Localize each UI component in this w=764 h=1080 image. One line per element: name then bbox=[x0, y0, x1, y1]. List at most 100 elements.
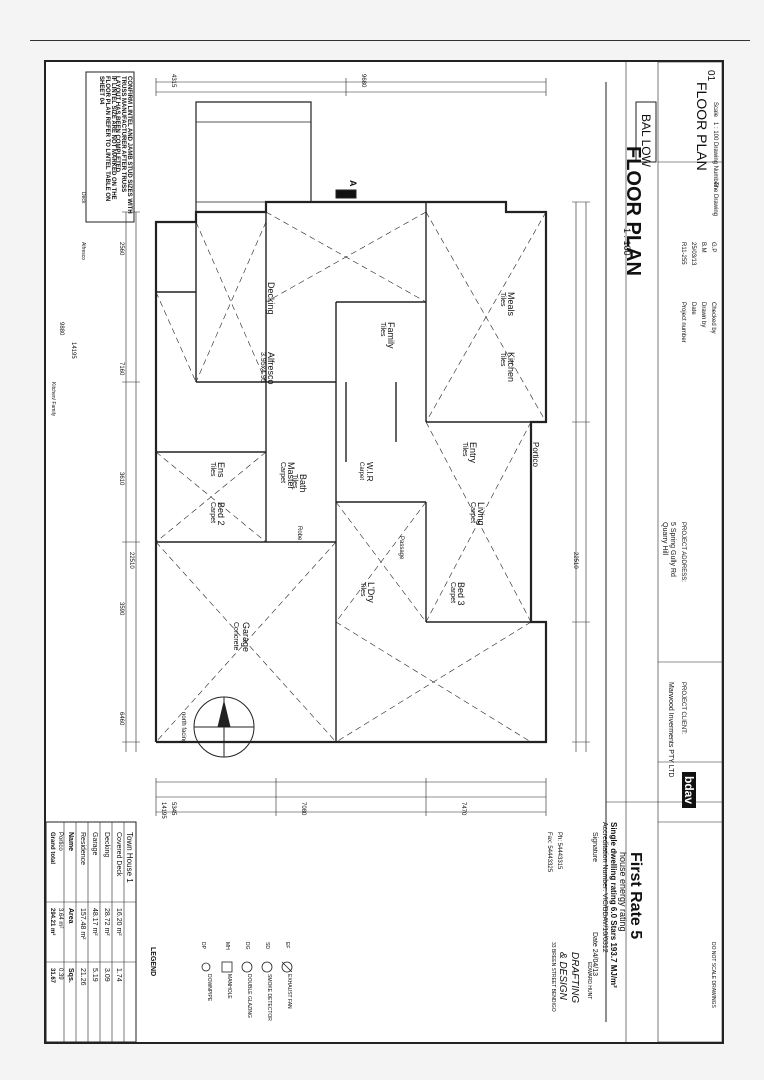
section-marker-icon bbox=[335, 189, 357, 199]
area-row-area: 157.48 m² bbox=[79, 908, 86, 940]
scale-value: 1 : 100 bbox=[712, 122, 718, 141]
room-family-finish: Tiles bbox=[379, 322, 386, 337]
project-client-label: PROJECT CLIENT: bbox=[680, 682, 686, 734]
north-facing-label: north facing bbox=[180, 712, 186, 744]
legend-item: DOUBLE GLAZING bbox=[246, 974, 252, 1018]
room-kitchen-finish: Tiles bbox=[499, 352, 506, 367]
page-top-rule bbox=[30, 40, 750, 41]
room-bed3-finish: Carpet bbox=[449, 582, 456, 604]
area-table-title: Town House 1 bbox=[125, 832, 134, 883]
dimension-lines bbox=[125, 81, 587, 813]
dim-master: 3610 bbox=[118, 472, 124, 486]
area-row-area: 16.20 m² bbox=[115, 908, 122, 936]
dim-alfresco-label: Alfresco bbox=[80, 242, 86, 261]
legend-item: MANHOLE bbox=[226, 974, 232, 999]
drawing-number-label: Drawing Number bbox=[712, 142, 718, 188]
area-row-name: Residence bbox=[79, 832, 86, 866]
area-header-area: Area bbox=[67, 908, 74, 924]
floor-plan-drawing bbox=[46, 62, 722, 1042]
dim-overall-h2: 22510 bbox=[128, 552, 134, 569]
room-living-finish: Carpet bbox=[469, 502, 476, 524]
the-drawing-value: FLOOR PLAN bbox=[694, 82, 710, 171]
room-bed2-finish: Carpet bbox=[209, 502, 216, 524]
area-row-sqs: 5.19 bbox=[91, 968, 98, 982]
room-entry: Entry bbox=[468, 442, 478, 464]
company-street: 33 BREEN STREET BENDIGO bbox=[550, 942, 556, 1012]
bal-rating: BAL LOW bbox=[639, 114, 653, 167]
lintel-note: CONFIRM LINTEL AND JAMB STUD SIZES WITH … bbox=[114, 76, 132, 214]
room-garage: Garage bbox=[241, 622, 251, 653]
dim-bed2: 3590 bbox=[118, 602, 124, 616]
do-not-scale: DO NOT SCALE DRAWINGS bbox=[710, 942, 716, 1008]
dim-top-b: 9680 bbox=[360, 74, 366, 88]
rating-date: Date 24/04/13 bbox=[591, 932, 598, 976]
area-table-box bbox=[46, 821, 137, 1042]
dim-bottom-b: 7080 bbox=[300, 802, 306, 816]
dim-bottom-c: 7470 bbox=[460, 802, 466, 816]
legend-symbol: MH bbox=[224, 942, 230, 950]
company-name-1: DRAFTING bbox=[569, 952, 580, 1004]
area-row-name: Covered Deck bbox=[115, 832, 122, 877]
area-table-grid bbox=[46, 822, 136, 1042]
room-passage: Passage bbox=[398, 536, 404, 560]
dim-kitchen-family-label: Kitchen/ Family bbox=[50, 382, 56, 417]
company-phone: Ph: 54443315 bbox=[556, 832, 562, 870]
date-value: 25/03/13 bbox=[690, 242, 696, 266]
room-laundry-finish: Tiles bbox=[359, 582, 366, 597]
dim-garage: 6460 bbox=[118, 712, 124, 726]
room-ensuite-finish: Tiles bbox=[209, 462, 216, 477]
room-diagonals bbox=[155, 211, 547, 743]
rating-signature: Signature bbox=[591, 832, 598, 862]
rating-stars: Single dwelling rating 6.0 Stars 193.7 M… bbox=[609, 822, 618, 988]
area-row-name: Portico bbox=[57, 832, 63, 851]
area-header-name: Name bbox=[67, 832, 74, 852]
room-alfresco: Alfresco bbox=[266, 352, 276, 385]
area-row-name: Garage bbox=[91, 832, 98, 856]
room-master: Master bbox=[286, 462, 296, 490]
drawing-number: 01 bbox=[705, 70, 716, 82]
lintel-note-2: IF LINTEL SIZE ARE NOT MARKED ON THE FLO… bbox=[98, 76, 116, 202]
bdav-logo: bdav bbox=[682, 772, 696, 809]
dim-deck: 2560 bbox=[118, 242, 124, 256]
room-bed2: Bed 2 bbox=[216, 502, 226, 526]
area-row-area: 28.72 m² bbox=[103, 908, 110, 936]
area-row-sqs: 21.26 bbox=[79, 968, 86, 986]
legend-title: LEGEND bbox=[149, 947, 156, 977]
checked-by: G.P bbox=[710, 242, 716, 253]
room-family: Family bbox=[386, 322, 396, 349]
dim-family: 7160 bbox=[118, 362, 124, 376]
drawing-scale: 1 : 100 bbox=[622, 228, 632, 256]
legend-item: SMOKE DETECTOR bbox=[266, 974, 272, 1021]
legend-symbol: DP bbox=[200, 942, 206, 949]
project-address-line1: 5 Spring Gully Rd bbox=[669, 522, 676, 577]
area-row-name: Decking bbox=[103, 832, 110, 858]
room-entry-finish: Tiles bbox=[461, 442, 468, 457]
room-kitchen: Kitchen bbox=[506, 352, 516, 383]
company-owner: EDWARD HUNT bbox=[586, 962, 592, 1000]
room-garage-finish: Concrete bbox=[232, 622, 239, 651]
section-label: A bbox=[348, 180, 358, 187]
project-address-line2: Quarry Hill bbox=[661, 522, 668, 556]
area-row-area: 3.64 m² bbox=[57, 908, 63, 929]
area-row-sqs: 31.67 bbox=[49, 968, 55, 984]
date-label: Date bbox=[690, 302, 696, 315]
area-row-sqs: 3.09 bbox=[103, 968, 110, 982]
dim-overall-v: 14195 bbox=[70, 342, 76, 359]
area-row-sqs: 0.39 bbox=[57, 968, 63, 980]
legend-symbol: EF bbox=[284, 942, 290, 949]
room-ensuite: Ens bbox=[216, 462, 226, 478]
legend-symbols bbox=[201, 961, 293, 973]
scale-label: Scale bbox=[712, 102, 718, 118]
internal-walls bbox=[156, 202, 546, 742]
checked-by-label: Checked by bbox=[710, 302, 716, 334]
legend-item: DOWNPIPE bbox=[206, 974, 212, 1002]
room-alfresco-size: 3.95x4.95 bbox=[259, 352, 266, 383]
rating-title: First Rate 5 bbox=[627, 852, 644, 940]
project-number: R11-255 bbox=[680, 242, 686, 265]
rating-accreditation: Accreditation Number: VIC/BDAV/10/0312 bbox=[601, 822, 608, 953]
dim-deck-label: Deck bbox=[80, 192, 86, 204]
room-living: Living bbox=[476, 502, 486, 526]
area-row-area: 48.17 m² bbox=[91, 908, 98, 936]
dim-bottom-a: 5345 bbox=[170, 802, 176, 816]
drawn-by-label: Drawn by bbox=[700, 302, 706, 328]
